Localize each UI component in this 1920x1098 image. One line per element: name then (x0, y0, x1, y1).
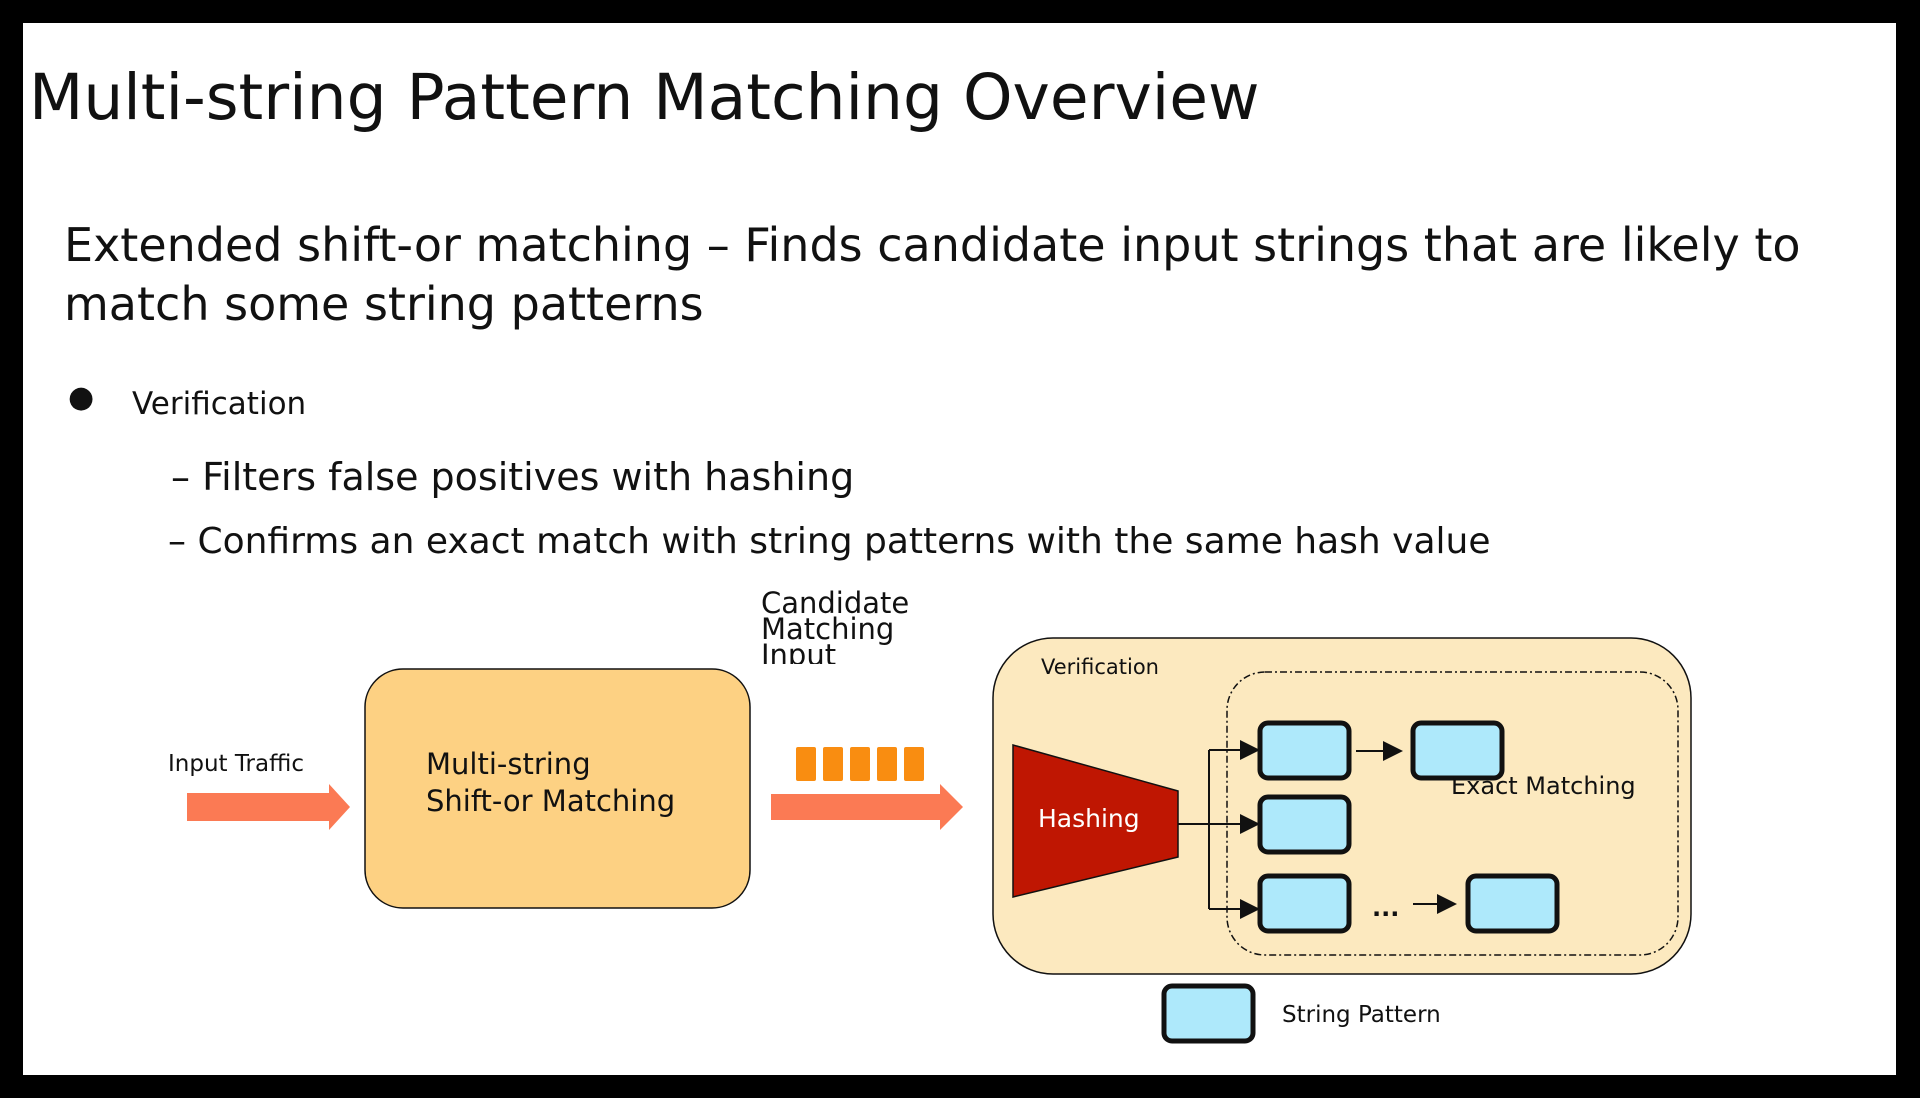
candidate-queue (796, 747, 924, 781)
string-pattern-box (1257, 720, 1352, 781)
slide-title: Multi-string Pattern Matching Overview (29, 61, 1260, 134)
input-arrow (187, 784, 350, 830)
bullet-verification: Verification (132, 386, 307, 422)
queue-block (823, 747, 843, 781)
candidate-arrow (771, 784, 963, 830)
main-point: Extended shift-or matching – Finds candi… (64, 218, 1801, 331)
bullet-marker: ● (68, 380, 95, 415)
sub-item-filters: – Filters false positives with hashing (171, 455, 855, 499)
exact-matching-label: Exact Matching (1451, 772, 1636, 800)
queue-block (850, 747, 870, 781)
candidate-label-line3: Input (761, 638, 836, 672)
hashing-label: Hashing (1038, 804, 1140, 833)
candidate-label: Candidate Matching Input (761, 586, 909, 672)
hashing-block (1012, 744, 1179, 898)
string-pattern-box (1257, 794, 1352, 855)
legend-string-pattern-label: String Pattern (1282, 1002, 1441, 1028)
string-pattern-box (1465, 873, 1560, 934)
candidate-label-line1: Candidate (761, 586, 909, 620)
candidate-label-line2: Matching (761, 612, 894, 646)
exact-matching-region (1226, 671, 1679, 956)
queue-block (796, 747, 816, 781)
slide: Multi-string Pattern Matching Overview E… (23, 23, 1896, 1075)
string-pattern-box (1257, 873, 1352, 934)
input-traffic-label: Input Traffic (168, 751, 304, 777)
ellipsis: ... (1372, 894, 1399, 922)
hash-connectors (1178, 740, 1260, 919)
shift-or-label-line1: Multi-string (426, 747, 591, 781)
verification-diagram: Input Traffic Multi-string Shift-or Matc… (168, 586, 1692, 1044)
queue-block (904, 747, 924, 781)
string-pattern-box (1410, 720, 1505, 781)
shift-or-matching-box (364, 668, 751, 909)
legend-string-pattern-swatch (1161, 983, 1256, 1044)
shift-or-label-line2: Shift-or Matching (426, 784, 675, 818)
sub-item-confirms: – Confirms an exact match with string pa… (168, 521, 1491, 562)
verification-box-label: Verification (1041, 655, 1159, 679)
queue-block (877, 747, 897, 781)
